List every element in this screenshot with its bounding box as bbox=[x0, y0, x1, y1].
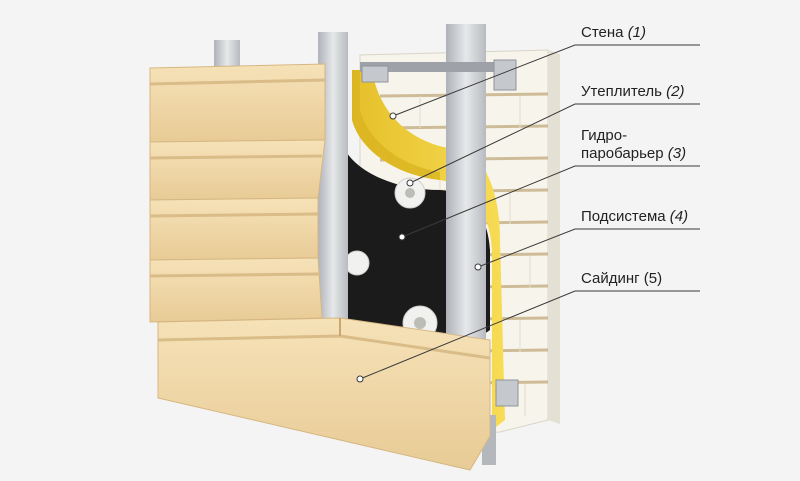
callout-barrier-line2: паробарьер bbox=[581, 145, 664, 162]
callout-wall-name: Стена bbox=[581, 24, 624, 41]
callout-insulation-num: (2) bbox=[666, 83, 684, 100]
callout-subsystem-num: (4) bbox=[670, 208, 688, 225]
callout-barrier-num: (3) bbox=[668, 145, 686, 162]
callout-wall: Стена (1) bbox=[581, 24, 646, 42]
callout-subsystem-name: Подсистема bbox=[581, 208, 666, 225]
callout-barrier: Гидро- паробарьер (3) bbox=[581, 127, 686, 163]
callout-siding: Сайдинг (5) bbox=[581, 270, 662, 288]
callout-siding-num: (5) bbox=[644, 270, 662, 287]
callout-siding-name: Сайдинг bbox=[581, 270, 640, 287]
callout-insulation-name: Утеплитель bbox=[581, 83, 662, 100]
callout-wall-num: (1) bbox=[628, 24, 646, 41]
callout-insulation: Утеплитель (2) bbox=[581, 83, 684, 101]
callout-barrier-line1: Гидро- bbox=[581, 127, 686, 145]
callout-subsystem: Подсистема (4) bbox=[581, 208, 688, 226]
